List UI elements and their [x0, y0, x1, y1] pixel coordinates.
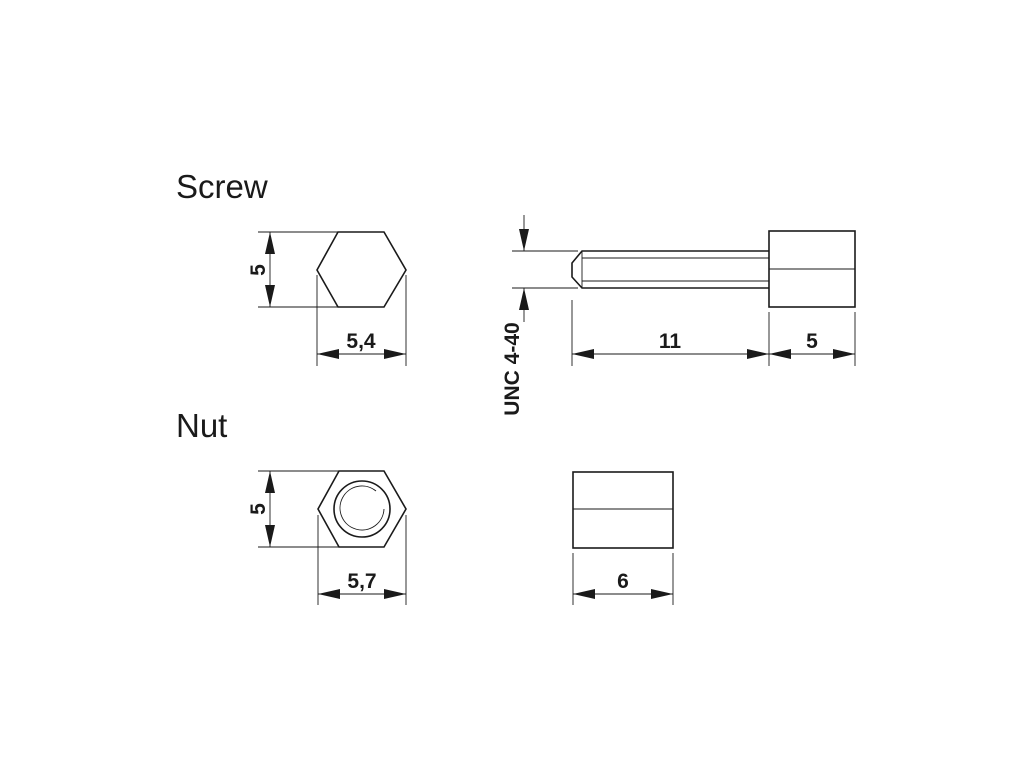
screw-hex-height-dimension: 5 — [247, 231, 338, 308]
thread-diameter-dimension: UNC 4-40 — [501, 215, 578, 416]
nut-hex-height-dimension: 5 — [247, 470, 339, 548]
screw-hex-width-label: 5,4 — [346, 330, 376, 353]
head-length-label: 5 — [806, 330, 818, 353]
screw-hex-view — [316, 231, 407, 308]
nut-side-view — [572, 471, 674, 549]
screw-hex-height-label: 5 — [247, 264, 270, 276]
nut-length-dimension: 6 — [572, 553, 674, 605]
screw-length-dimensions: 11 5 — [571, 300, 856, 366]
nut-title: Nut — [176, 407, 227, 444]
thread-spec-label: UNC 4-40 — [501, 322, 524, 415]
nut-hex-width-dimension: 5,7 — [317, 515, 407, 605]
screw-hex-width-dimension: 5,4 — [316, 275, 407, 366]
nut-hex-width-label: 5,7 — [347, 570, 376, 593]
nut-hex-height-label: 5 — [247, 503, 270, 515]
screw-title: Screw — [176, 168, 268, 205]
screw-side-view — [571, 230, 856, 308]
thread-length-label: 11 — [659, 330, 682, 353]
nut-length-label: 6 — [617, 570, 629, 593]
nut-hex-view — [317, 470, 407, 548]
